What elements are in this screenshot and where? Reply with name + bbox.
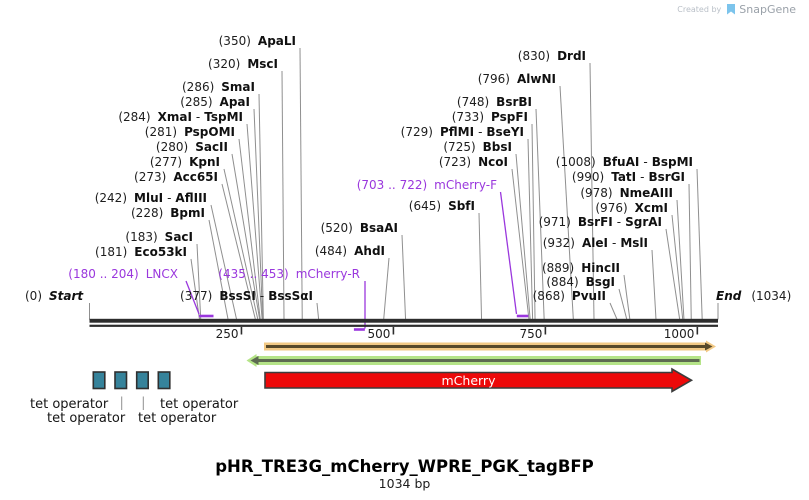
site-line-bsaai bbox=[401, 234, 407, 320]
site-line-sacii bbox=[231, 153, 261, 320]
site-line-alei bbox=[651, 249, 657, 320]
site-line-pspomi bbox=[238, 138, 261, 320]
site-line-bsrfi bbox=[665, 228, 681, 320]
site-line-hincii bbox=[623, 274, 631, 320]
site-line-acc65i bbox=[221, 183, 256, 320]
credit-prefix-text: Created by bbox=[677, 5, 722, 14]
feature-arrow-reverse-core-head bbox=[250, 356, 259, 365]
snapgene-brand: SnapGene bbox=[739, 3, 796, 16]
site-line-drdi bbox=[589, 62, 595, 320]
site-line-bsssi bbox=[316, 302, 320, 320]
snapgene-credit: Created by SnapGene bbox=[677, 3, 796, 16]
site-line-pvuii bbox=[609, 302, 618, 320]
site-line-tati bbox=[688, 183, 692, 320]
site-line-smai bbox=[258, 93, 264, 320]
sequence-length: 1034 bp bbox=[378, 476, 431, 491]
site-line-saci bbox=[196, 243, 202, 320]
site-line-pspfi bbox=[531, 123, 536, 320]
site-line-bfuai bbox=[696, 168, 703, 320]
site-line-kpni bbox=[223, 168, 259, 320]
site-line-bsrbi bbox=[535, 108, 545, 320]
site-line-apai bbox=[253, 108, 264, 320]
snapgene-flag-icon bbox=[727, 3, 736, 14]
primer-line-mcherryf bbox=[499, 191, 518, 315]
site-line-mlui bbox=[210, 204, 238, 320]
site-line-bbsi bbox=[515, 153, 531, 320]
mcherry-label: mCherry bbox=[441, 373, 496, 388]
tet-operator-square bbox=[114, 371, 128, 390]
site-line-msci bbox=[281, 70, 285, 320]
site-line-ahdi bbox=[383, 257, 390, 320]
site-line-bsgi bbox=[618, 288, 628, 320]
mcherry-arrow bbox=[264, 367, 694, 393]
site-line-apali bbox=[299, 47, 303, 320]
sequence-ruler-top-bar bbox=[89, 318, 718, 323]
site-line-pflmi bbox=[527, 138, 534, 320]
site-line-alwni bbox=[559, 85, 574, 320]
tet-operator-square bbox=[135, 371, 149, 390]
tet-operator-square bbox=[92, 371, 106, 390]
sequence-ruler-bottom-bar bbox=[89, 324, 718, 327]
site-line-nmeaiii bbox=[676, 199, 685, 320]
site-line-sbfi bbox=[478, 212, 483, 320]
site-line-xmai bbox=[246, 123, 263, 320]
site-line-ncoi bbox=[511, 168, 530, 320]
sequence-title: pHR_TRE3G_mCherry_WPRE_PGK_tagBFP bbox=[215, 457, 594, 476]
primer-line-lncx bbox=[185, 280, 200, 315]
site-line-eco53ki bbox=[190, 258, 201, 320]
site-line-bpmi bbox=[208, 219, 229, 320]
site-line-xcmi bbox=[671, 214, 684, 320]
feature-arrow-forward-core-head bbox=[705, 342, 713, 351]
tet-operator-square bbox=[157, 371, 171, 390]
